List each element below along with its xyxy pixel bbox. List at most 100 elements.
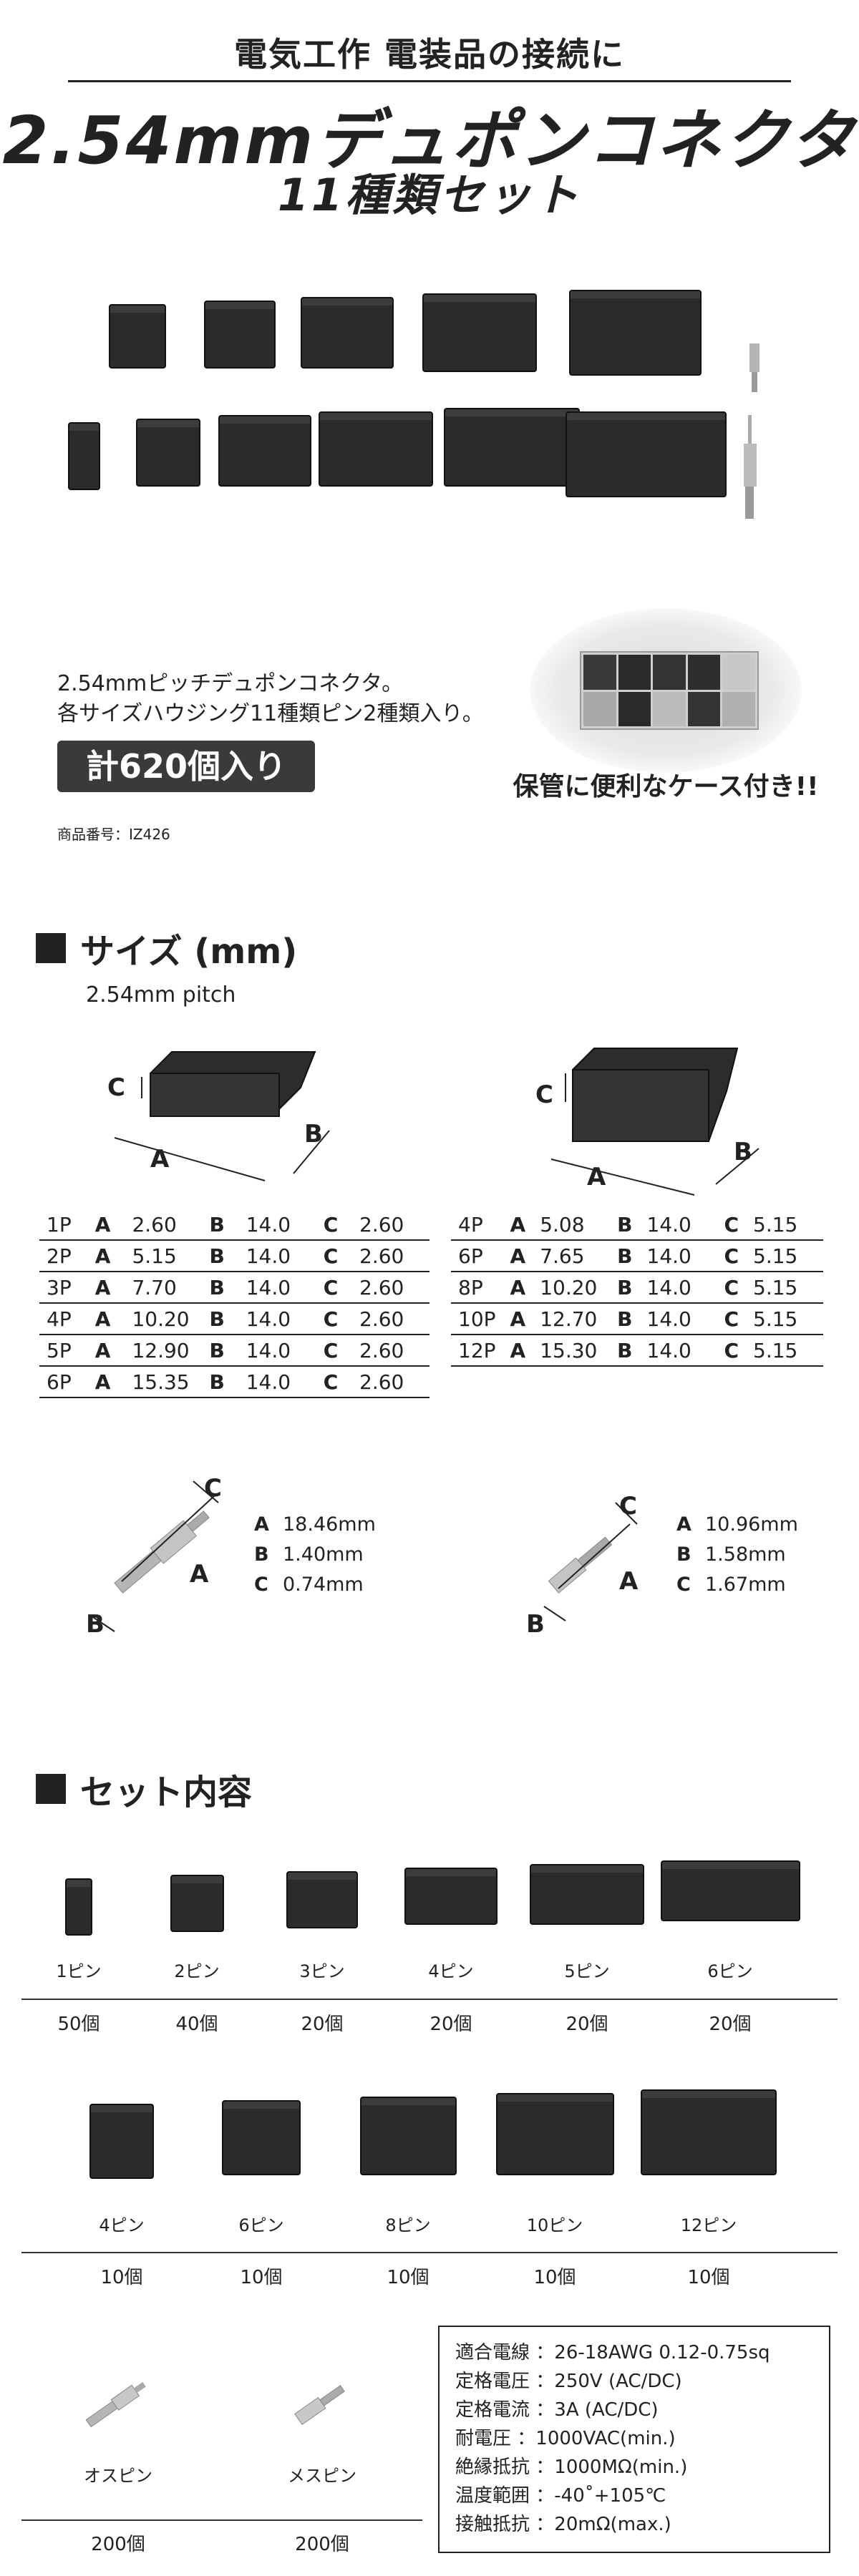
total-count-badge: 計620個入り — [57, 741, 315, 792]
item-quantity: 10個 — [240, 2267, 283, 2288]
dim-value-a: 10.20 — [125, 1303, 203, 1335]
dim-value-b: 14.0 — [238, 1209, 316, 1241]
size-section-title: サイズ (mm) — [36, 923, 297, 973]
dim-key-b: B — [610, 1303, 640, 1335]
connector-housing — [286, 1871, 358, 1928]
section-square-icon — [36, 933, 66, 963]
connector-housing — [530, 1864, 644, 1925]
spec-value: 250V (AC/DC) — [554, 2371, 682, 2392]
set-section-title: セット内容 — [36, 1764, 252, 1814]
dim-value-a: 15.30 — [533, 1335, 611, 1367]
set-title-text: セット内容 — [80, 1772, 253, 1813]
dim-value-a: 7.65 — [533, 1240, 611, 1272]
spec-row: 温度範囲 ：-40˚+105℃ — [455, 2482, 813, 2510]
male-pin-photo — [744, 415, 757, 519]
dim-key-a: A — [503, 1335, 533, 1367]
housing-2x6 — [569, 290, 702, 376]
female-pin-b-label: B — [526, 1610, 545, 1639]
dim-value-a: 5.08 — [533, 1209, 611, 1241]
dim-value-b: 14.0 — [639, 1209, 717, 1241]
dim-key-a: A — [87, 1335, 125, 1367]
connector-housing — [170, 1875, 224, 1932]
item-name: 1ピン — [56, 1961, 102, 1981]
spec-key: 適合電線 — [455, 2342, 530, 2363]
female-pin-photo — [749, 343, 759, 392]
storage-case-photo — [530, 608, 802, 773]
item-name: メスピン — [288, 2466, 356, 2486]
housing-2x5 — [422, 293, 537, 372]
dim-key-b: B — [202, 1366, 239, 1398]
product-photo — [0, 272, 859, 544]
connector-housing — [359, 2097, 457, 2175]
female-pin-product — [294, 2385, 345, 2425]
spec-separator: ： — [530, 2485, 555, 2507]
dim-label-b-left: B — [304, 1120, 323, 1148]
dim-key-c: C — [316, 1209, 352, 1241]
dim-value-b: 14.0 — [238, 1366, 316, 1398]
row2-divider — [21, 2252, 838, 2253]
spec-value: 1000MΩ(min.) — [554, 2457, 688, 2478]
spec-key: 定格電圧 — [455, 2371, 530, 2392]
spec-key: 絶縁抵抗 — [455, 2457, 530, 2478]
header-rule — [68, 80, 791, 82]
housing-2x2 — [109, 304, 166, 369]
dim-value-a: 15.35 — [125, 1366, 203, 1398]
connector-housing — [495, 2093, 614, 2175]
male-pin-b-label: B — [86, 1610, 105, 1639]
male-pin-a-label: A — [190, 1560, 209, 1589]
dim-key-b: B — [610, 1272, 640, 1304]
dim-value-a: 12.90 — [125, 1335, 203, 1367]
item-name: 12ピン — [680, 2215, 737, 2235]
spec-separator: ： — [530, 2371, 555, 2392]
dim-value-c: 2.60 — [352, 1366, 430, 1398]
spec-separator: ： — [530, 2514, 555, 2535]
pin-count: 6P — [39, 1366, 88, 1398]
dim-key-c: C — [717, 1335, 747, 1367]
spec-value: -40˚+105℃ — [554, 2485, 666, 2507]
housing-1x3 — [218, 415, 311, 487]
item-quantity: 50個 — [57, 2014, 100, 2035]
dim-value-a: 2.60 — [125, 1209, 203, 1241]
housing-1x1 — [68, 422, 100, 490]
male-pin-c-label: C — [204, 1474, 222, 1503]
double-row-dimension-diagram — [550, 1048, 759, 1196]
item-quantity: 40個 — [175, 2014, 218, 2035]
item-name: 8ピン — [385, 2215, 431, 2235]
dim-value-c: 2.60 — [352, 1240, 430, 1272]
item-name: 6ピン — [238, 2215, 284, 2235]
item-name: 2ピン — [174, 1961, 220, 1981]
dim-value-c: 5.15 — [746, 1240, 823, 1272]
intro-line-1: 2.54mmピッチデュポンコネクタ。 — [57, 671, 404, 696]
pin-count: 12P — [451, 1335, 503, 1367]
single-row-dimension-diagram — [114, 1051, 330, 1181]
dim-value-c: 5.15 — [746, 1303, 823, 1335]
product-code: 商品番号：IZ426 — [57, 826, 170, 843]
pin-count: 3P — [39, 1272, 88, 1304]
dim-key-c: C — [316, 1240, 352, 1272]
dim-key-a: A — [87, 1366, 125, 1398]
dim-value-a: 12.70 — [533, 1303, 611, 1335]
header-title: 2.54mmデュポンコネクタ — [2, 102, 857, 179]
item-name: 4ピン — [428, 1961, 474, 1981]
dim-key-c: C — [717, 1303, 747, 1335]
header-subtitle: 11種類セット — [277, 169, 582, 221]
dim-label-a-left: A — [150, 1145, 170, 1174]
dim-label-a-right: A — [587, 1163, 606, 1191]
dim-value-b: 14.0 — [238, 1240, 316, 1272]
item-quantity: 10個 — [387, 2267, 430, 2288]
pin-count: 8P — [451, 1272, 503, 1304]
pin-count: 10P — [451, 1303, 503, 1335]
